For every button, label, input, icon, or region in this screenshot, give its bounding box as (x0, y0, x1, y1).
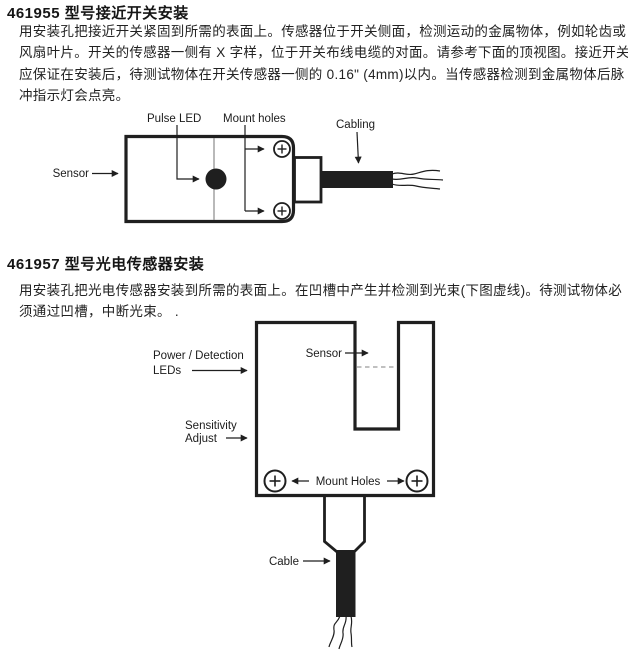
paragraph-line: 用安装孔把接近开关紧固到所需的表面上。传感器位于开关侧面，检测运动的金属物体，例… (19, 24, 627, 39)
mount-holes-label: Mount Holes (316, 476, 381, 488)
sensitivity-adjust-label: Sensitivity (185, 420, 237, 432)
cabling-pointer-arrow (354, 131, 362, 164)
section2-heading: 461957 型号光电传感器安装 (7, 256, 205, 273)
connector-stub (293, 156, 323, 204)
wire-ends (328, 615, 353, 650)
section1-paragraph: 用安装孔把接近开关紧固到所需的表面上。传感器位于开关侧面，检测运动的金属物体，例… (19, 21, 628, 106)
cable-label: Cable (269, 556, 299, 568)
wire-ends (391, 169, 444, 190)
cable-sheath (336, 550, 356, 617)
sensitivity-adjust-label: Adjust (185, 433, 218, 445)
paragraph-line: 冲指示灯会点亮。 (19, 87, 130, 103)
pulse-led-label: Pulse LED (147, 113, 201, 125)
photo-sensor-diagram: Sensor Power / Detection LEDs Sensitivit… (153, 320, 436, 650)
connector-neck (323, 497, 366, 553)
paragraph-line: 用安装孔把光电传感器安装到所需的表面上。在凹槽中产生并检测到光束(下图虚线)。待… (19, 283, 622, 298)
cable-sheath (320, 171, 393, 188)
power-detection-leds-label: LEDs (153, 365, 181, 377)
mount-holes-label: Mount holes (223, 113, 286, 125)
pulse-led-pointer-arrow (176, 125, 200, 183)
paragraph-line: 风扇叶片。开关的传感器一侧有 X 字样，位于开关布线电缆的对面。请参考下面的顶视… (19, 45, 628, 61)
mount-hole-icon (405, 469, 429, 493)
mount-holes-pointer-arrows (244, 125, 265, 215)
mount-hole-icon (273, 140, 291, 158)
paragraph-line: 应保证在安装后，待测试物体在开关传感器一侧的 0.16" (4mm)以内。当传感… (19, 66, 625, 82)
sensor-label: Sensor (306, 348, 343, 360)
mount-hole-icon (263, 469, 287, 493)
section1-heading: 461955 型号接近开关安装 (7, 5, 189, 22)
section2-paragraph: 用安装孔把光电传感器安装到所需的表面上。在凹槽中产生并检测到光束(下图虚线)。待… (19, 280, 623, 323)
paragraph-line: 须通过凹槽，中断光束。 . (19, 304, 179, 320)
mount-hole-icon (273, 202, 291, 220)
proximity-switch-diagram: Sensor Pulse LED Mount holes Cabling (53, 113, 444, 224)
pulse-led-icon (205, 168, 227, 190)
cabling-label: Cabling (336, 119, 375, 131)
sensor-body-outline (254, 320, 436, 498)
sensor-label: Sensor (53, 168, 90, 180)
power-detection-leds-label: Power / Detection (153, 350, 244, 362)
